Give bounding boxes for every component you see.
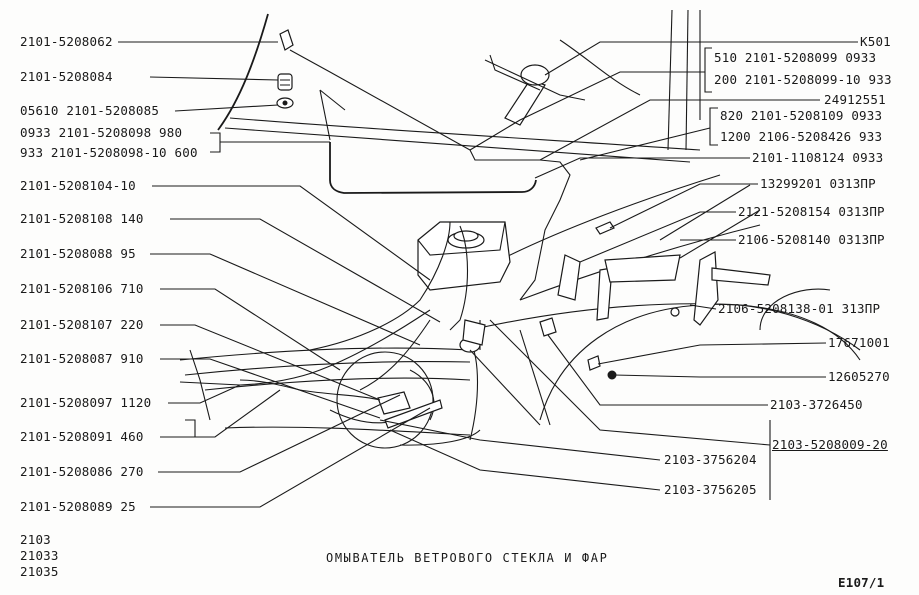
part-label: 510 2101-5208099 0933 <box>714 50 877 65</box>
washer-pump <box>377 319 486 429</box>
model-label: 21033 <box>20 548 59 563</box>
part-label: 2101-5208062 <box>20 34 113 49</box>
part-label: 2101-5208097 1120 <box>20 395 152 410</box>
diagram-caption: ОМЫВАТЕЛЬ ВЕТРОВОГО СТЕКЛА И ФАР <box>326 551 609 565</box>
model-label: 21035 <box>20 564 59 579</box>
part-label: 2121-5208154 0313ПР <box>738 204 885 219</box>
washer-hoses <box>179 142 571 449</box>
part-label: 2101-5208089 25 <box>20 499 136 514</box>
part-label: 200 2101-5208099-10 933 <box>714 72 892 87</box>
leader-lines-right <box>379 41 858 500</box>
part-label: 1200 2106-5208426 933 <box>720 129 883 144</box>
part-label: K501 <box>860 34 891 49</box>
wiper-motor-assembly <box>484 54 586 126</box>
part-label: 2106-5208138-01 313ПР <box>718 301 881 316</box>
part-label: 2101-5208104-10 <box>20 178 136 193</box>
part-label: 2101-5208087 910 <box>20 351 144 366</box>
part-label: 2101-5208107 220 <box>20 317 144 332</box>
model-label: 2103 <box>20 532 51 547</box>
washer-reservoir <box>417 221 511 291</box>
part-label: 2101-5208086 270 <box>20 464 144 479</box>
leader-lines <box>118 41 471 508</box>
part-label: 05610 2101-5208085 <box>20 103 160 118</box>
part-label: 2101-1108124 0933 <box>752 150 884 165</box>
sheet-code: E107/1 <box>838 575 885 590</box>
part-label: 2101-5208084 <box>20 69 113 84</box>
part-label: 2103-3756204 <box>664 452 757 467</box>
part-label: 17671001 <box>828 335 890 350</box>
part-label: 2103-3756205 <box>664 482 757 497</box>
part-label: 2101-5208091 460 <box>20 429 144 444</box>
part-label: 13299201 0313ПР <box>760 176 876 191</box>
part-label: 2101-5208106 710 <box>20 281 144 296</box>
part-label: 24912551 <box>824 92 886 107</box>
part-label: 820 2101-5208109 0933 <box>720 108 883 123</box>
headlight-brackets <box>539 221 771 380</box>
part-label: 0933 2101-5208098 980 <box>20 125 183 140</box>
part-label: 2101-5208088 95 <box>20 246 136 261</box>
assembly-label: 2103-5208009-20 <box>772 437 888 452</box>
part-label: 2106-5208140 0313ПР <box>738 232 885 247</box>
part-label: 2103-3726450 <box>770 397 863 412</box>
part-label: 933 2101-5208098-10 600 <box>20 145 198 160</box>
part-label: 2101-5208108 140 <box>20 211 144 226</box>
part-label: 12605270 <box>828 369 890 384</box>
nozzle-parts <box>276 29 294 109</box>
